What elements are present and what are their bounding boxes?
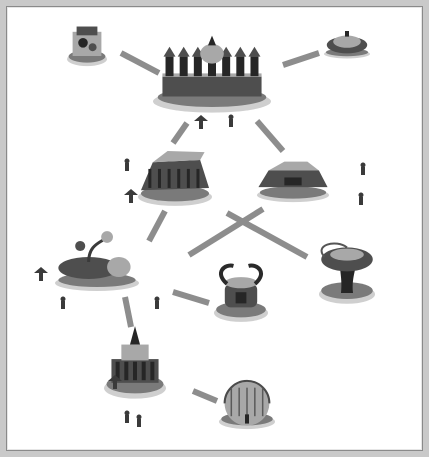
unit-figure-icon [125,159,130,172]
link-barracks-to-tree-hut [189,209,263,255]
unit-figure-icon [34,267,48,281]
link-small-shrine-to-main-citadel [121,53,159,73]
tree-hut-building-icon [55,231,139,291]
unit-figure-icon [229,115,234,128]
barracks-building-icon [257,162,329,202]
unit-figure-icon [61,297,66,310]
unit-figure-icon [125,411,130,424]
nodes-layer [34,27,375,430]
link-large-hall-to-twisted-tree [227,213,307,257]
hall-building-icon [138,151,212,206]
link-tree-hut-to-horned-tower [173,292,209,303]
unit-figure-icon [359,193,364,206]
diagram-frame [6,6,423,451]
unit-figure-icon [155,297,160,310]
glass-dome-building-icon [219,381,275,429]
twisted-tree-building-icon [319,243,375,303]
dome-building-icon [324,31,370,58]
link-spire-temple-to-glass-dome [193,391,217,401]
unit-figure-icon [194,115,208,129]
link-main-citadel-to-barracks [257,121,283,151]
unit-figure-icon [361,163,366,176]
link-main-citadel-to-large-hall [173,123,187,143]
citadel-building-icon [153,36,271,113]
unit-figure-icon [137,415,142,428]
building-tree-diagram [7,7,424,452]
unit-figure-icon [124,189,138,203]
link-tree-hut-to-spire-temple [125,297,131,327]
horned-tower-building-icon [214,266,268,322]
link-large-hall-to-tree-hut [149,211,165,241]
shrine-building-icon [67,27,107,67]
link-main-citadel-to-dome-pavilion [283,53,319,65]
